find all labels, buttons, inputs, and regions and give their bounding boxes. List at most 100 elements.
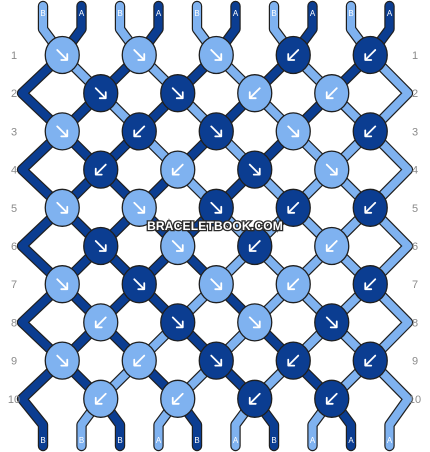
arrow-down-right-icon [287,125,300,138]
arrow-down-left-icon [287,201,300,214]
arrow-shaft [288,278,300,290]
knot [275,265,311,304]
watermark: BRACELETBOOK.COM [147,219,283,233]
arrow-head [364,282,373,291]
row-label-right: 6 [412,241,418,253]
row-label-left: 2 [11,88,17,100]
arrow-head [60,129,69,138]
knot [44,35,80,75]
arrow-down-right-icon [171,240,184,252]
arrow-down-right-icon [210,125,223,138]
arrow-shaft [134,125,146,137]
arrow-shaft [365,354,377,366]
knot [198,112,234,151]
arrow-head [133,358,142,367]
arrow-down-right-icon [56,125,69,138]
knot [121,341,157,380]
knot [314,150,350,189]
knot [44,265,80,304]
arrow-shaft [210,201,222,213]
row-label-right: 4 [412,165,418,177]
arrow-shaft [94,87,106,99]
arrow-head [175,244,184,252]
arrow-down-right-icon [56,278,69,291]
arrow-shaft [365,49,377,60]
strand-letter-top: A [387,9,393,18]
arrow-shaft [95,163,107,175]
arrow-down-right-icon [171,87,184,100]
strand-letter-bottom: A [156,436,162,445]
arrow-shaft [365,278,377,290]
strand-letter-top: A [156,9,162,18]
arrow-head [60,53,69,61]
arrow-down-left-icon [364,125,377,138]
arrow-head [325,244,334,252]
arrow-shaft [171,240,183,251]
knot [314,74,350,113]
arrow-shaft [365,125,377,137]
strand-letter-bottom: B [194,436,199,445]
arrow-head [364,205,373,214]
knot [352,188,388,227]
arrow-down-right-icon [210,201,223,214]
arrow-head [329,167,338,176]
knot [198,35,234,75]
arrow-head [137,205,146,214]
arrow-down-right-icon [210,49,223,61]
knot [83,226,119,266]
knot [83,150,119,189]
knot [275,35,311,75]
row-label-left: 8 [11,317,17,329]
arrow-down-left-icon [248,392,261,405]
arrow-shaft [171,316,183,328]
arrow-head [287,53,296,61]
row-label-left: 4 [11,165,17,177]
arrow-head [133,129,142,138]
arrow-down-right-icon [56,201,69,214]
arrow-head [175,91,184,100]
knot [160,150,196,189]
row-label-right: 8 [412,317,418,329]
strand-letter-bottom: B [271,436,276,445]
arrow-down-left-icon [94,316,107,329]
arrow-shaft [249,240,261,251]
arrow-shaft [210,354,222,366]
arrow-shaft [325,163,337,175]
arrow-head [325,91,334,100]
knot [121,188,157,227]
arrow-shaft [56,278,68,290]
strand-letter-bottom: B [79,436,84,445]
arrow-down-right-icon [56,354,69,367]
arrow-shaft [249,87,261,99]
arrow-down-right-icon [325,316,338,329]
knot [198,188,234,227]
arrow-shaft [288,354,300,366]
arrow-shaft [56,354,68,366]
arrow-down-left-icon [248,240,261,252]
arrow-head [248,396,257,405]
strand-letter-top: B [271,9,276,18]
arrow-head [94,320,103,329]
arrow-down-left-icon [364,278,377,291]
row-label-right: 7 [412,279,418,291]
arrow-shaft [56,201,68,213]
knot [275,341,311,380]
arrow-head [214,205,223,214]
arrow-down-left-icon [248,87,261,100]
arrow-head [171,167,180,176]
arrow-down-right-icon [94,240,107,252]
arrow-down-left-icon [171,392,184,405]
arrow-head [325,396,334,405]
arrow-shaft [133,278,145,290]
knot [237,379,273,418]
arrow-head [94,167,103,176]
knot [237,74,273,113]
arrow-down-right-icon [56,49,69,61]
knot [121,265,157,304]
arrow-shaft [210,49,222,60]
arrow-down-left-icon [364,49,377,61]
knot [352,265,388,304]
arrow-shaft [95,392,107,404]
